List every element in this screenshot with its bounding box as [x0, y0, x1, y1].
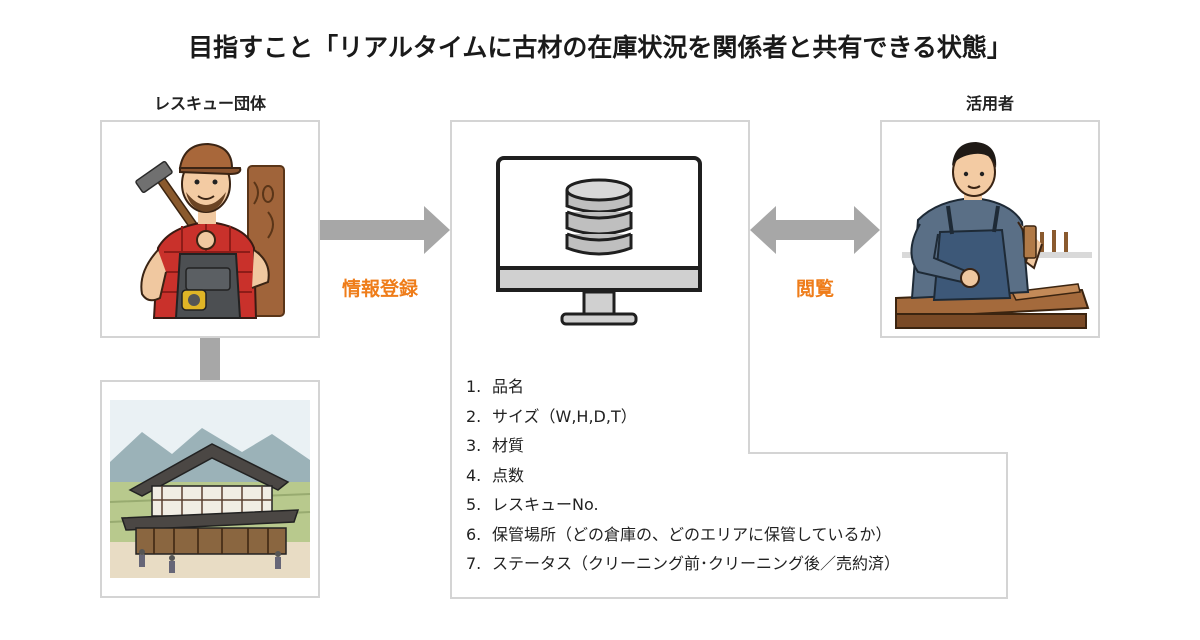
page-title: 目指すこと「リアルタイムに古材の在庫状況を関係者と共有できる状態」 [188, 33, 1012, 62]
craftsman-illustration [895, 142, 1092, 329]
label-user: 活用者 [965, 94, 1014, 113]
old-house-card [100, 380, 320, 598]
field-list: 1.品名 2.サイズ（W,H,D,T） 3.材質 4.点数 5.レスキューNo.… [466, 372, 900, 579]
list-item: 2.サイズ（W,H,D,T） [466, 406, 637, 426]
craftsman-card [880, 120, 1100, 338]
database-monitor-icon [496, 156, 702, 326]
rescue-worker-card [100, 120, 320, 338]
register-arrow [320, 206, 450, 254]
list-item: 7.ステータス（クリーニング前･クリーニング後／売約済） [466, 554, 901, 573]
list-item: 1.品名 [466, 377, 525, 396]
list-item: 4.点数 [466, 465, 525, 485]
register-label: 情報登録 [341, 278, 418, 300]
browse-arrow [750, 206, 880, 254]
label-rescue-group: レスキュー団体 [153, 94, 266, 113]
worker-illustration [135, 142, 285, 319]
vertical-connector [200, 338, 220, 380]
list-item: 5.レスキューNo. [466, 495, 599, 514]
browse-label: 閲覧 [795, 278, 834, 300]
old-house-illustration [109, 400, 311, 578]
list-item: 6.保管場所（どの倉庫の、どのエリアに保管しているか） [466, 524, 892, 544]
list-item: 3.材質 [466, 436, 525, 455]
